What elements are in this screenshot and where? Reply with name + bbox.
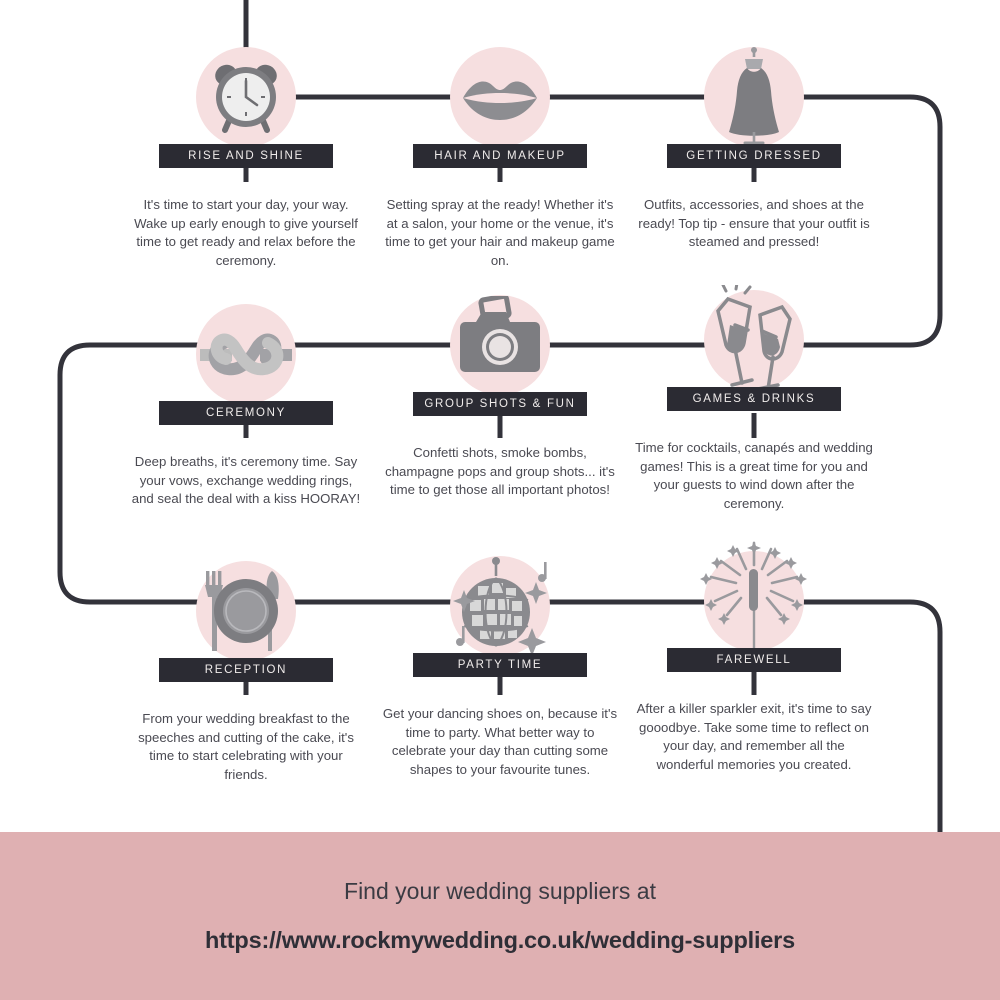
icon-container <box>629 541 879 656</box>
plate-cutlery-icon <box>205 571 279 651</box>
step-card-games-and-drinks[interactable]: GAMES & DRINKS Time for cocktails, canap… <box>629 285 879 514</box>
step-label: CEREMONY <box>205 407 287 419</box>
lips-icon <box>463 81 537 120</box>
step-label: PARTY TIME <box>457 659 543 671</box>
icon-container <box>121 42 371 152</box>
step-card-getting-dressed[interactable]: GETTING DRESSED Outfits, accessories, an… <box>629 42 879 252</box>
step-description: Get your dancing shoes on, because it's … <box>382 706 618 778</box>
step-description: Deep breaths, it's ceremony time. Say yo… <box>131 454 361 507</box>
step-label-bar: RISE AND SHINE <box>159 144 333 168</box>
step-label-bar: HAIR AND MAKEUP <box>413 144 587 168</box>
icon-container <box>629 285 879 395</box>
step-label: RISE AND SHINE <box>188 150 304 162</box>
step-card-hair-and-makeup[interactable]: HAIR AND MAKEUP Setting spray at the rea… <box>375 42 625 271</box>
icon-container <box>375 551 625 661</box>
footer-url[interactable]: https://www.rockmywedding.co.uk/wedding-… <box>205 927 795 953</box>
step-label-bar: RECEPTION <box>159 658 333 682</box>
step-label-bar: GROUP SHOTS & FUN <box>413 392 587 416</box>
step-label-bar: GETTING DRESSED <box>667 144 841 168</box>
icon-container <box>629 42 879 152</box>
champagne-glasses-icon <box>716 285 792 391</box>
icon-container <box>121 556 371 666</box>
icon-container <box>375 42 625 152</box>
camera-icon <box>460 296 540 372</box>
step-description: After a killer sparkler exit, it's time … <box>636 701 872 773</box>
step-description: Time for cocktails, canapés and wedding … <box>635 440 873 512</box>
footer-prompt: Find your wedding suppliers at <box>344 878 656 904</box>
step-label: RECEPTION <box>204 664 288 676</box>
alarm-clock-icon <box>215 64 277 133</box>
icon-container <box>375 290 625 400</box>
step-description: From your wedding breakfast to the speec… <box>138 711 354 783</box>
step-label-bar: FAREWELL <box>667 648 841 672</box>
step-description: Setting spray at the ready! Whether it's… <box>385 197 615 269</box>
knot-rings-icon <box>200 333 292 376</box>
step-label-bar: PARTY TIME <box>413 653 587 677</box>
step-label: HAIR AND MAKEUP <box>434 150 566 162</box>
step-label: FAREWELL <box>716 654 792 666</box>
step-card-rise-and-shine[interactable]: RISE AND SHINE It's time to start your d… <box>121 42 371 271</box>
icon-container <box>121 299 371 409</box>
sparkler-icon <box>700 541 807 653</box>
step-label: GAMES & DRINKS <box>692 393 816 405</box>
step-card-reception[interactable]: RECEPTION From your wedding breakfast to… <box>121 556 371 785</box>
step-label-bar: GAMES & DRINKS <box>667 387 841 411</box>
step-description: Confetti shots, smoke bombs, champagne p… <box>385 445 615 498</box>
dress-mannequin-icon <box>729 47 779 145</box>
step-description: It's time to start your day, your way. W… <box>134 197 358 269</box>
footer-banner: Find your wedding suppliers at https://w… <box>0 832 1000 1000</box>
disco-ball-icon <box>453 557 547 656</box>
step-card-party-time[interactable]: PARTY TIME Get your dancing shoes on, be… <box>375 551 625 780</box>
connector-right-loop-2 <box>909 599 943 834</box>
step-label-bar: CEREMONY <box>159 401 333 425</box>
step-card-ceremony[interactable]: CEREMONY Deep breaths, it's ceremony tim… <box>121 299 371 509</box>
connector-left-loop <box>57 342 91 605</box>
step-card-farewell[interactable]: FAREWELL After a killer sparkler exit, i… <box>629 541 879 775</box>
step-description: Outfits, accessories, and shoes at the r… <box>638 197 870 250</box>
connector-right-loop-1 <box>909 94 943 348</box>
step-label: GETTING DRESSED <box>686 150 822 162</box>
step-label: GROUP SHOTS & FUN <box>424 398 576 410</box>
step-card-group-shots-and-fun[interactable]: GROUP SHOTS & FUN Confetti shots, smoke … <box>375 290 625 500</box>
